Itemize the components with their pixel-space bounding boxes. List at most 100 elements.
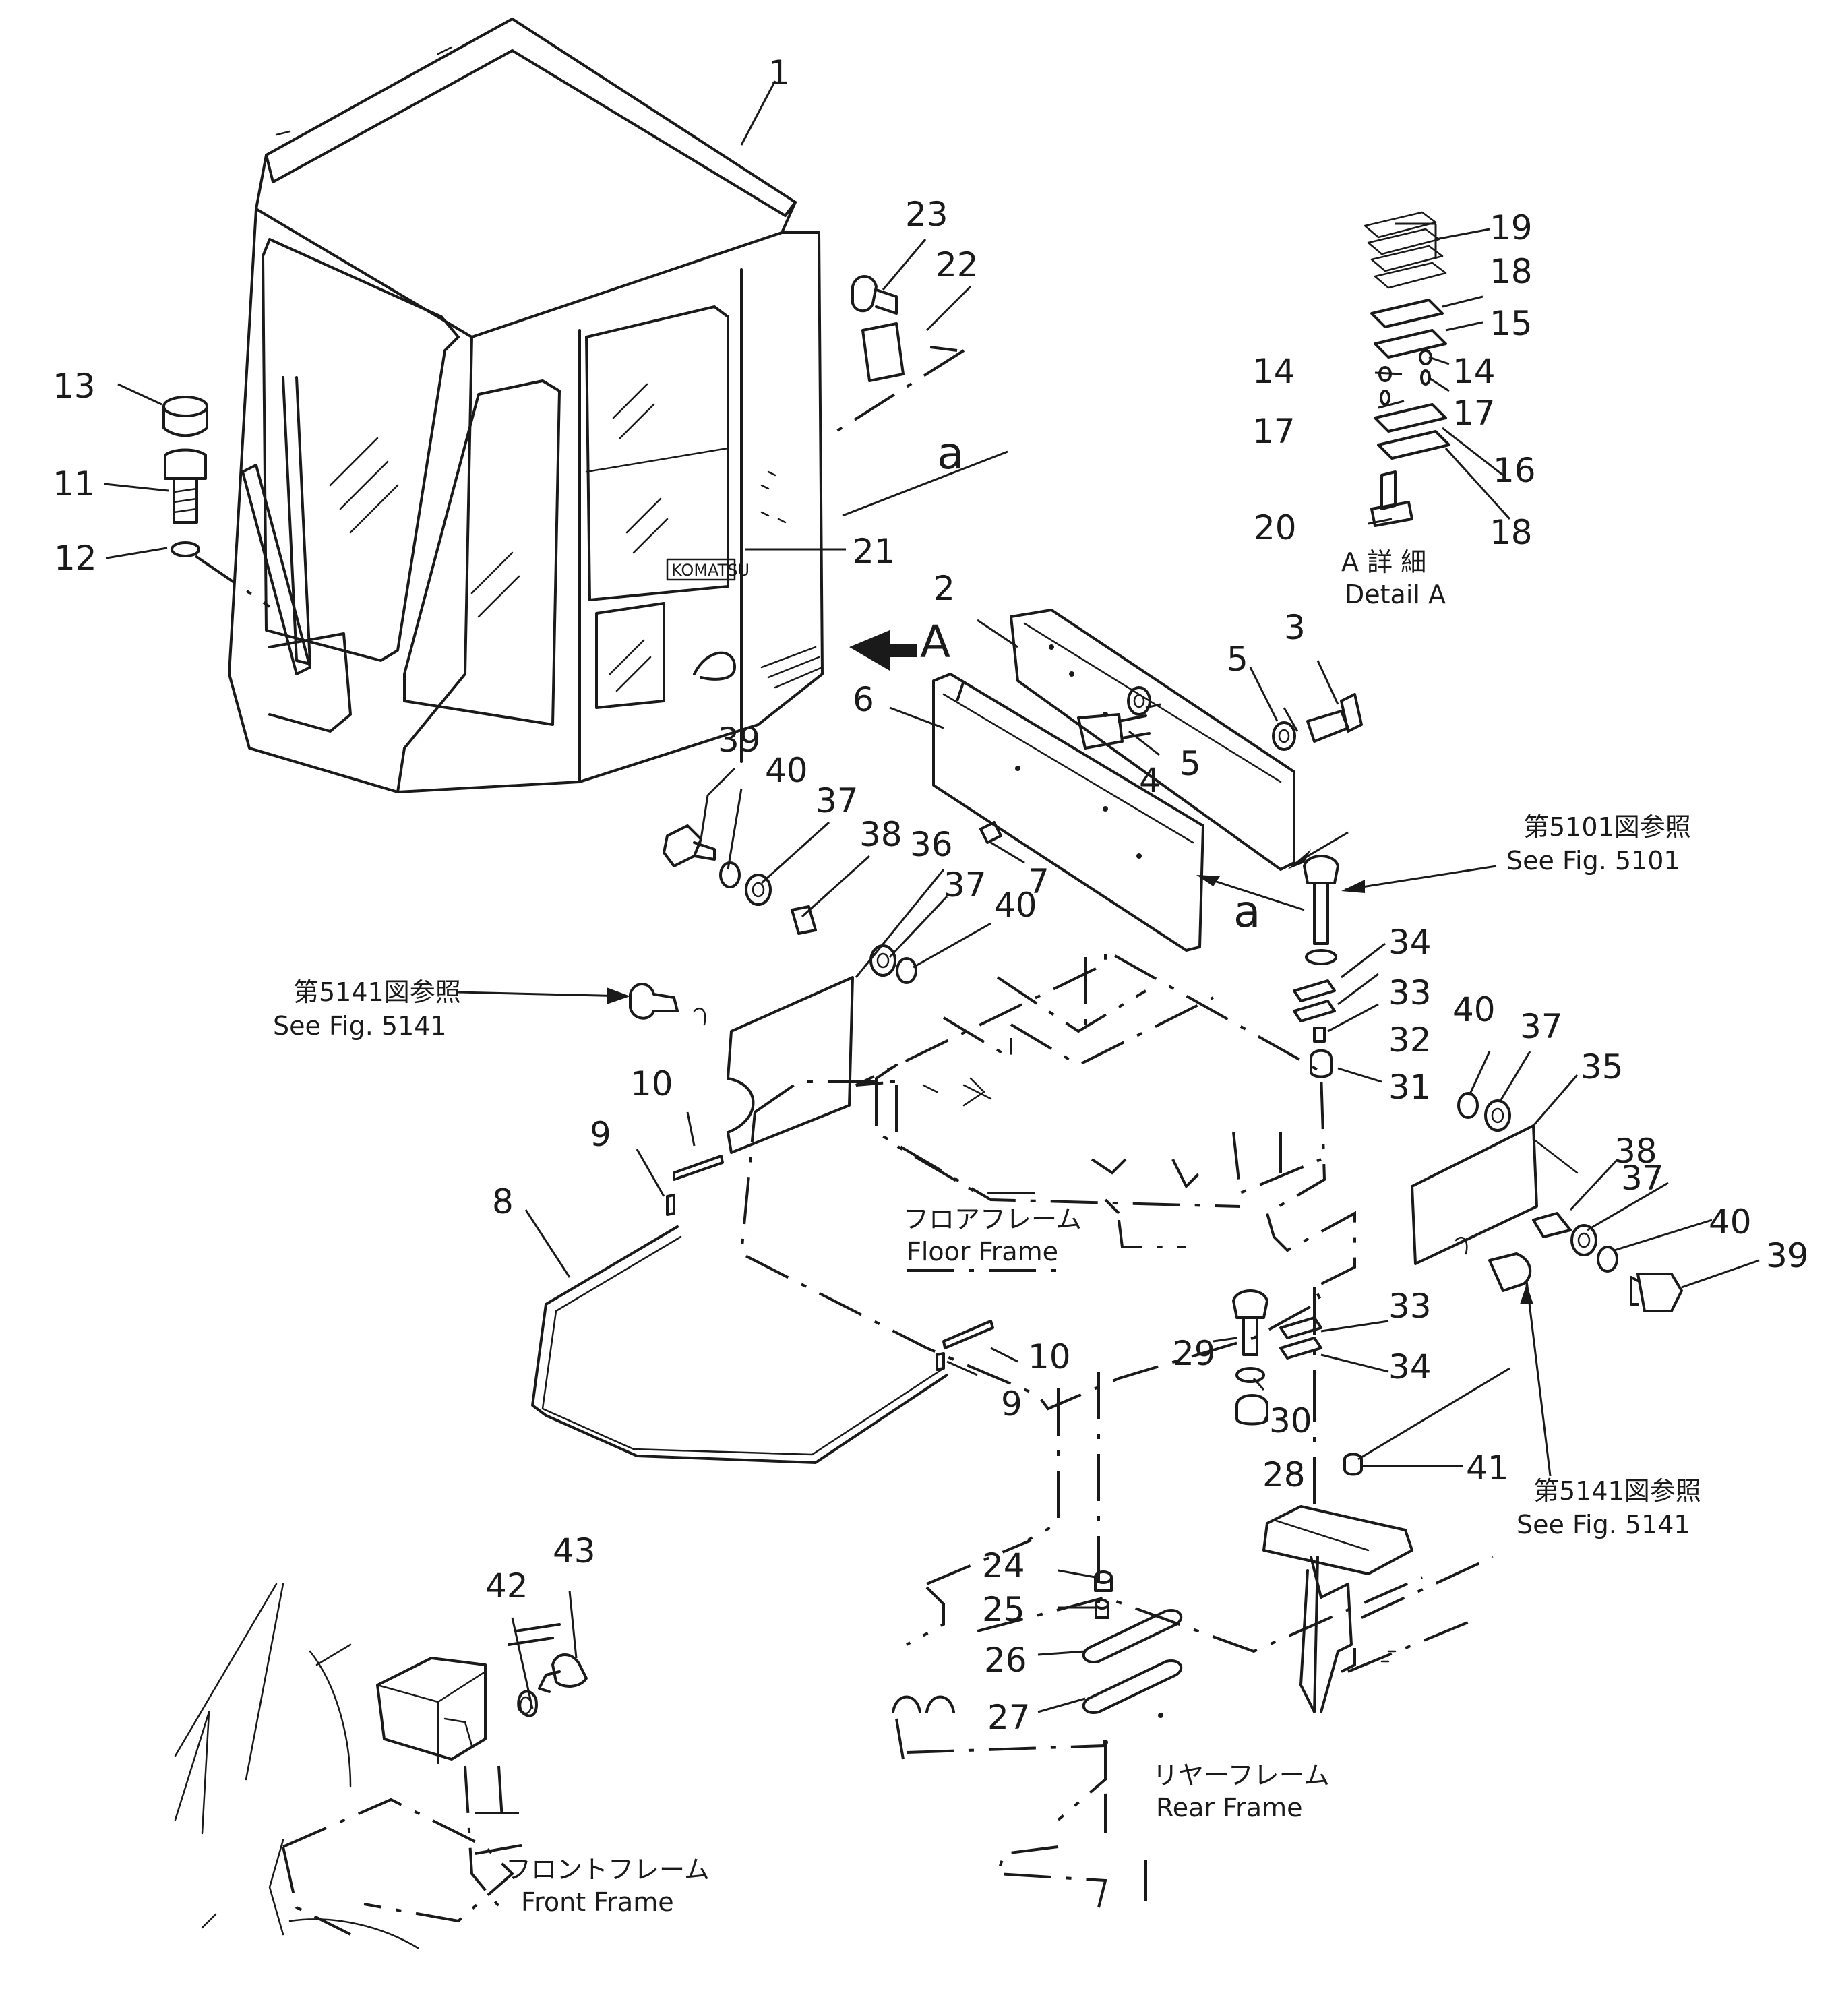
cab-assembly: KOMATSU [228, 18, 824, 793]
bolt-23 [851, 275, 898, 315]
front-frame-en-label: Front Frame [521, 1887, 674, 1917]
callout-20: 20 [1254, 508, 1297, 547]
callout-38b: 38 [1614, 1132, 1657, 1171]
callout-5b: 5 [1180, 744, 1201, 783]
ref-5141-left-jp-label: 第5141図参照 [293, 977, 461, 1007]
callout-32: 32 [1388, 1020, 1432, 1060]
callout-37a: 37 [816, 781, 859, 820]
callout-31: 31 [1388, 1068, 1432, 1107]
callout-14a: 14 [1252, 352, 1295, 391]
callout-23: 23 [905, 195, 948, 234]
ref-5141-left-en-label: See Fig. 5141 [273, 1011, 447, 1041]
callout-37b: 37 [944, 865, 987, 905]
wiper-arm-icon [282, 376, 311, 665]
callout-42: 42 [485, 1566, 528, 1606]
callout-2: 2 [934, 569, 955, 608]
bolt-3 [1272, 693, 1363, 751]
cab-badge-plate [666, 558, 736, 581]
callout-40a: 40 [765, 751, 808, 790]
callout-17b: 17 [1452, 394, 1496, 433]
view-direction-arrow-icon [849, 630, 917, 671]
callout-28: 28 [1262, 1455, 1306, 1494]
callout-40b: 40 [994, 886, 1037, 925]
callout-41: 41 [1466, 1448, 1509, 1488]
callout-33a: 33 [1388, 973, 1432, 1012]
callout-numbers: 1 2 3 4 5 5 6 7 8 9 9 10 10 11 12 13 14 … [53, 53, 1809, 1737]
plate-22 [861, 322, 905, 382]
ref-5101-en-label: See Fig. 5101 [1506, 846, 1680, 876]
tape-10-top [673, 1155, 724, 1181]
cab-badge: KOMATSU [671, 561, 749, 580]
callout-36: 36 [910, 825, 953, 864]
arrows [458, 630, 1552, 1477]
tape-9-top [666, 1194, 675, 1216]
callout-18a: 18 [1490, 252, 1533, 291]
callout-4: 4 [1139, 761, 1161, 800]
view-a-marker: A [920, 616, 950, 668]
callout-34a: 34 [1388, 923, 1432, 962]
door-handle-icon [693, 651, 736, 681]
rear-panel [932, 609, 1295, 952]
callout-16: 16 [1493, 451, 1536, 490]
callout-39b: 39 [1766, 1236, 1809, 1275]
callout-34b: 34 [1388, 1347, 1432, 1386]
seal-8 [531, 1225, 948, 1464]
callout-40d: 40 [1709, 1202, 1752, 1242]
right-mount-stack [1293, 855, 1339, 1078]
callout-19: 19 [1490, 208, 1533, 247]
rear-shims [1082, 1570, 1183, 1745]
detail-a-en-label: Detail A [1345, 580, 1446, 609]
callout-17a: 17 [1252, 412, 1295, 451]
callout-9a: 9 [590, 1115, 611, 1154]
callout-9b: 9 [1001, 1384, 1022, 1424]
callout-3: 3 [1284, 608, 1306, 647]
callout-39a: 39 [718, 721, 761, 760]
section-a-top-marker: a [937, 427, 964, 479]
rear-frame-en-label: Rear Frame [1156, 1793, 1302, 1823]
bracket-35 [1411, 1092, 1683, 1312]
callout-37d: 37 [1621, 1159, 1664, 1198]
callout-15: 15 [1490, 304, 1533, 343]
pin-7 [979, 821, 1002, 844]
callout-33b: 33 [1388, 1287, 1432, 1326]
callout-43: 43 [553, 1531, 596, 1570]
callout-10b: 10 [1028, 1337, 1071, 1376]
floor-frame-jp-label: フロアフレーム [903, 1204, 1082, 1234]
floor-frame-en-label: Floor Frame [907, 1237, 1058, 1266]
callout-29: 29 [1173, 1334, 1216, 1373]
front-frame [174, 1583, 588, 1949]
callout-40c: 40 [1452, 990, 1496, 1029]
ref-5141-right-en-label: See Fig. 5141 [1517, 1510, 1690, 1539]
tape-10-bottom [942, 1320, 994, 1349]
rear-frame [892, 1372, 1494, 1908]
callout-5a: 5 [1227, 640, 1248, 679]
callout-1: 1 [768, 53, 790, 92]
callout-8: 8 [492, 1182, 514, 1221]
callout-21: 21 [853, 532, 896, 571]
rear-frame-jp-label: リヤーフレーム [1153, 1761, 1330, 1790]
callout-27: 27 [987, 1698, 1031, 1737]
detail-a-jp-label: A 詳 細 [1341, 547, 1426, 577]
callout-38a: 38 [859, 815, 902, 854]
detail-a [1364, 211, 1450, 527]
door-window-lower [595, 602, 665, 709]
callout-37c: 37 [1520, 1007, 1563, 1046]
callout-10a: 10 [630, 1064, 673, 1103]
callout-26: 26 [984, 1641, 1027, 1680]
floor-frame [739, 948, 1356, 1411]
wiper-blade-icon [241, 464, 311, 675]
door-window-upper [585, 305, 729, 601]
callout-18b: 18 [1490, 513, 1533, 552]
callout-12: 12 [54, 539, 97, 578]
callout-7: 7 [1028, 862, 1049, 901]
callout-22: 22 [936, 245, 979, 284]
callout-13: 13 [53, 367, 96, 406]
callout-6: 6 [853, 680, 874, 719]
callout-11: 11 [53, 464, 96, 503]
front-frame-jp-label: フロントフレーム [506, 1855, 710, 1885]
callout-25: 25 [982, 1590, 1025, 1629]
ref-5101-jp-label: 第5101図参照 [1523, 812, 1691, 842]
lower-mount-stack [1232, 1289, 1363, 1476]
side-window [403, 379, 561, 726]
